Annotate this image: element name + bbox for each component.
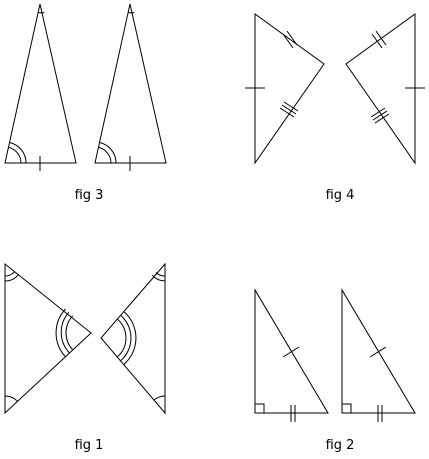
fig2-label: fig 2 [326, 438, 355, 453]
fig1-left-top-angle-mark-outer [4, 273, 19, 282]
fig3-right-apex-angle-mark [128, 11, 135, 14]
fig3-left-base-angle-mark-inner [8, 146, 22, 164]
fig2-panel: fig 2 [254, 288, 416, 453]
fig1-left-bottom-angle-mark [4, 395, 18, 402]
fig2-right-base-double-tick [377, 405, 383, 422]
fig1-left-mid-angle-mark-1 [65, 315, 74, 350]
fig4-triangle-right [345, 13, 416, 165]
fig1-right-top-angle-mark-outer [151, 274, 166, 282]
fig2-right-hypotenuse-tick [369, 346, 387, 358]
fig3-triangle-right [94, 3, 167, 164]
fig3-left-base-angle-mark-outer [9, 142, 27, 164]
fig3-right-base-angle-mark-outer [99, 142, 117, 164]
fig4-triangle-left [254, 13, 325, 165]
fig2-left-base-double-tick [290, 405, 296, 422]
fig4-label: fig 4 [326, 188, 355, 203]
fig2-right-right-angle-mark [342, 403, 352, 413]
fig1-label: fig 1 [75, 438, 104, 453]
fig1-right-mid-angle-mark-2 [120, 314, 132, 362]
fig4-left-lower-triple-tick [279, 101, 299, 118]
fig4-panel: fig 4 [245, 13, 425, 203]
fig2-left-hypotenuse-tick [282, 346, 300, 358]
fig1-panel: fig 1 [4, 262, 166, 453]
fig1-right-mid-angle-mark-1 [116, 318, 127, 358]
fig1-triangle-right [100, 262, 166, 415]
fig1-right-top-angle-mark-inner [155, 272, 166, 277]
fig4-right-upper-double-tick [371, 30, 387, 49]
fig3-right-base-angle-mark-inner [98, 146, 112, 164]
fig3-panel: fig 3 [4, 3, 167, 203]
fig3-left-apex-angle-mark [38, 11, 45, 14]
fig4-right-lower-triple-tick [370, 107, 390, 124]
fig1-left-top-angle-mark-inner [4, 271, 15, 277]
fig1-triangle-left [4, 262, 92, 415]
fig3-label: fig 3 [75, 188, 104, 203]
fig3-triangle-left [4, 3, 77, 164]
fig1-right-bottom-angle-mark [153, 395, 166, 401]
fig1-left-mid-angle-mark-3 [55, 308, 66, 358]
fig2-left-right-angle-mark [255, 403, 265, 413]
fig1-left-mid-angle-mark-2 [60, 311, 70, 353]
fig4-left-upper-double-tick [282, 30, 298, 49]
fig1-right-mid-angle-mark-3 [123, 311, 137, 365]
